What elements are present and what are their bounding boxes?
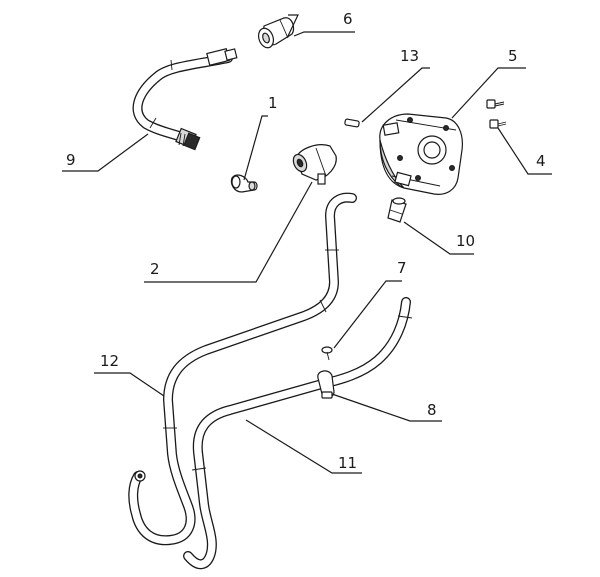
- part-2-valve-body: [292, 144, 337, 185]
- label-8: 8: [427, 401, 437, 419]
- part-13-pin: [344, 118, 360, 128]
- part-12-long-hose: [128, 192, 357, 546]
- part-1-elbow-fitting: [230, 174, 258, 193]
- label-7: 7: [397, 259, 407, 277]
- label-9: 9: [66, 151, 76, 169]
- part-11-hose: [183, 297, 413, 570]
- label-6: 6: [343, 10, 353, 28]
- part-6-cylinder-fitting: [257, 17, 295, 49]
- label-13: 13: [400, 47, 419, 65]
- label-5: 5: [508, 47, 518, 65]
- label-4: 4: [536, 152, 546, 170]
- part-number-labels: 6 1 13 5 4 10 7 8 11 12 9 2: [66, 10, 546, 472]
- label-10: 10: [456, 232, 475, 250]
- part-10-hose-barb: [387, 197, 407, 223]
- part-7-screw: [321, 346, 333, 361]
- label-11: 11: [338, 454, 357, 472]
- label-1: 1: [268, 94, 278, 112]
- leader-lines: [62, 14, 552, 474]
- label-12: 12: [100, 352, 119, 370]
- part-8-clamp: [317, 370, 335, 399]
- part-5-regulator: [379, 113, 463, 195]
- label-2: 2: [150, 260, 160, 278]
- part-9-upper-hose: [132, 48, 238, 151]
- part-4-screws: [486, 99, 507, 129]
